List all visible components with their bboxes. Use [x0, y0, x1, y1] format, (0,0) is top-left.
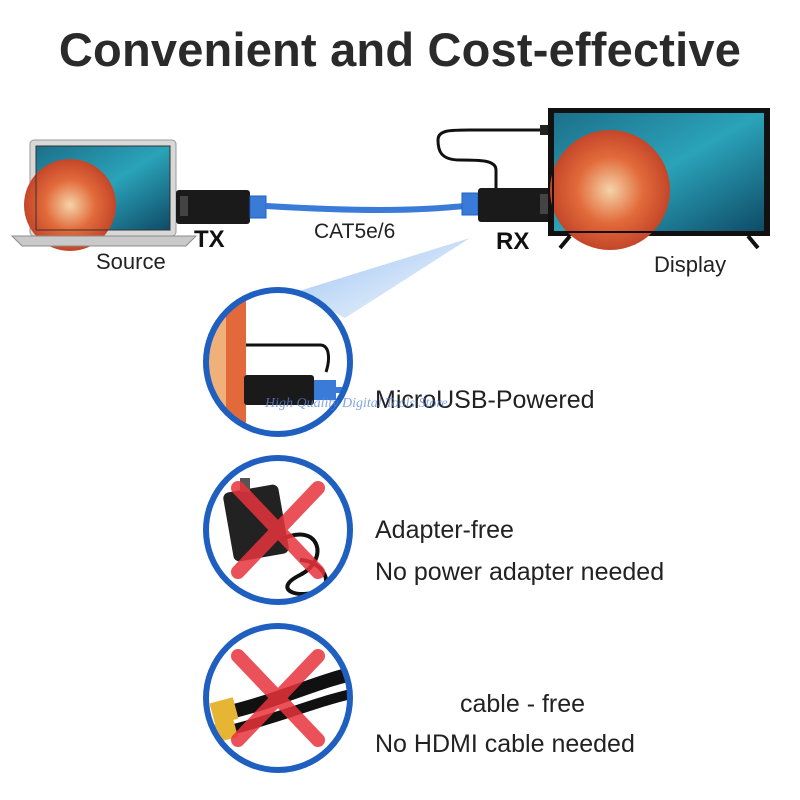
source-label: Source — [96, 249, 166, 274]
feature-3-subtitle: No HDMI cable needed — [375, 730, 635, 758]
zoom-beam — [296, 238, 470, 318]
cat-cable — [265, 202, 479, 214]
display-label: Display — [654, 252, 727, 277]
feature-3-title: cable - free — [460, 690, 586, 718]
rx-label: RX — [496, 228, 530, 255]
tx-label: TX — [194, 226, 225, 253]
rx-dongle — [436, 125, 554, 222]
feature-2-title: Adapter-free — [375, 516, 514, 544]
hdmi-cable-icon — [203, 623, 353, 773]
cable-label: CAT5e/6 — [314, 220, 396, 243]
feature-2-subtitle: No power adapter needed — [375, 558, 665, 586]
store-watermark: High Quality Digital Tools Store — [265, 396, 448, 411]
page-title: Convenient and Cost-effective — [58, 23, 742, 76]
tx-dongle — [176, 190, 267, 224]
tv-icon — [548, 108, 770, 250]
power-adapter-icon — [203, 455, 353, 605]
feature-1-title: MicroUSB-Powered — [375, 386, 595, 414]
laptop-icon — [10, 139, 198, 251]
